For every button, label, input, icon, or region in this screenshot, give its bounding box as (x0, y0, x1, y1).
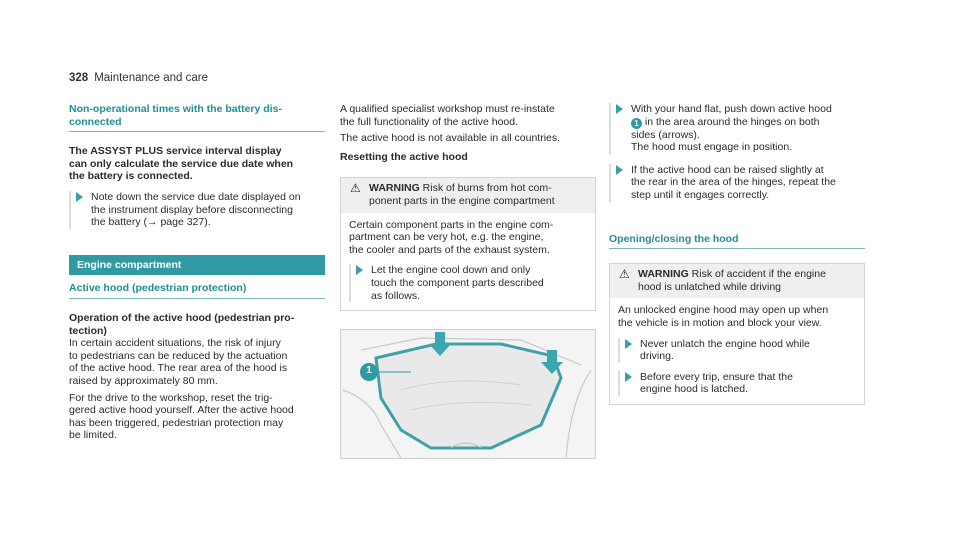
operation-block: Operation of the active hood (pedestrian… (69, 311, 295, 442)
step-arrow-icon (76, 191, 83, 202)
callout-1: 1 (366, 365, 372, 377)
step-arrow-icon (616, 104, 623, 114)
heading-opening-closing-hood: Opening/closing the hood (609, 233, 865, 250)
step-never-unlatch: Never unlatch the engine hood while driv… (618, 337, 856, 363)
hood-illustration: 1 (340, 329, 596, 460)
page-number: 328 (69, 72, 89, 84)
section-band-engine-compartment: Engine compartment (69, 254, 325, 276)
heading-resetting: Resetting the active hood (340, 150, 468, 163)
heading-battery-disconnected: Non-operational times with the battery d… (69, 103, 325, 133)
heading-active-hood: Active hood (pedestrian protection) (69, 282, 325, 299)
step-arrow-icon (356, 265, 363, 276)
column-right: With your hand flat, push down active ho… (609, 103, 865, 405)
page-header: 328 Maintenance and care (69, 72, 208, 84)
step-arrow-icon (625, 371, 632, 382)
step-push-down-hood: With your hand flat, push down active ho… (609, 103, 865, 154)
step-repeat-if-raised: If the active hood can be raised slightl… (609, 163, 865, 202)
step-arrow-icon (616, 164, 623, 175)
assyst-notice: The ASSYST PLUS service interval display… (69, 145, 294, 183)
step-ensure-latched: Before every trip, ensure that the engin… (618, 370, 856, 396)
warning-triangle-icon: ⚠ (350, 181, 361, 196)
warning-box-burns: ⚠ WARNING Risk of burns from hot com- po… (340, 177, 596, 312)
step-note-service-date: Note down the service due date displayed… (69, 190, 325, 229)
column-middle: A qualified specialist workshop must re-… (340, 103, 596, 460)
step-arrow-icon (625, 338, 632, 349)
step-let-engine-cool: Let the engine cool down and only touch … (349, 264, 587, 303)
callout-1-inline: 1 (631, 117, 642, 129)
warning-box-accident: ⚠ WARNING Risk of accident if the engine… (609, 263, 865, 405)
warning-triangle-icon: ⚠ (619, 267, 630, 282)
down-arrow-left-icon (429, 332, 451, 357)
section-title: Maintenance and care (94, 72, 208, 84)
column-left: Non-operational times with the battery d… (69, 103, 325, 442)
down-arrow-right-icon (541, 350, 563, 375)
car-hood-drawing (341, 330, 595, 459)
